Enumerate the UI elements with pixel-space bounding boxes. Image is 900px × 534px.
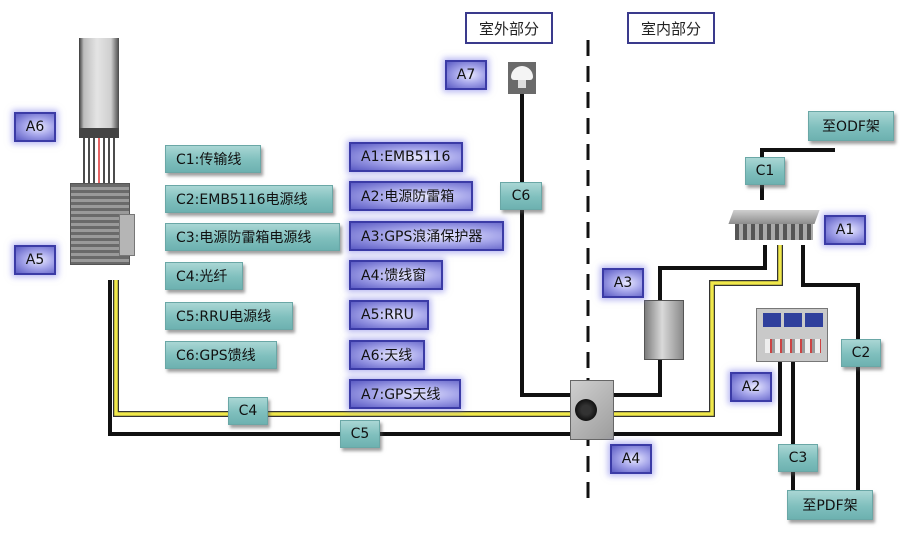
marker-a7: A7 <box>445 60 487 90</box>
cable-c5-line <box>108 280 782 436</box>
feeder-window-image <box>570 380 614 440</box>
legend-device-a2: A2:电源防雷箱 <box>349 181 473 211</box>
rru-device-image <box>70 183 135 265</box>
legend-device-a5: A5:RRU <box>349 300 429 330</box>
marker-a2: A2 <box>730 372 772 402</box>
cable-c2-line <box>801 245 860 490</box>
marker-c1: C1 <box>745 157 785 185</box>
marker-c6: C6 <box>500 182 542 210</box>
marker-a1: A1 <box>824 215 866 245</box>
marker-c3: C3 <box>778 444 818 472</box>
marker-a3: A3 <box>602 268 644 298</box>
marker-c5: C5 <box>340 420 380 448</box>
legend-cable-c3: C3:电源防雷箱电源线 <box>165 223 340 251</box>
power-lightning-box-image <box>756 308 828 362</box>
marker-c4: C4 <box>228 397 268 425</box>
gps-surge-protector-image <box>644 300 684 360</box>
outdoor-section-label: 室外部分 <box>465 12 553 44</box>
cable-c6-line <box>520 92 590 397</box>
antenna-jumpers <box>83 138 115 186</box>
antenna-device-image <box>79 38 119 138</box>
marker-c2: C2 <box>841 339 881 367</box>
legend-cable-c2: C2:EMB5116电源线 <box>165 185 333 213</box>
marker-a5: A5 <box>14 245 56 275</box>
marker-a4: A4 <box>610 444 652 474</box>
legend-cable-c6: C6:GPS馈线 <box>165 341 277 369</box>
gps-antenna-image <box>508 62 536 94</box>
marker-a6: A6 <box>14 112 56 142</box>
endpoint-odf-rack: 至ODF架 <box>808 111 894 141</box>
legend-device-a1: A1:EMB5116 <box>349 142 463 172</box>
cable-a3-upper-line <box>658 245 767 300</box>
legend-cable-c5: C5:RRU电源线 <box>165 302 293 330</box>
legend-device-a7: A7:GPS天线 <box>349 379 461 409</box>
legend-cable-c4: C4:光纤 <box>165 262 243 290</box>
legend-device-a6: A6:天线 <box>349 340 425 370</box>
endpoint-pdf-rack: 至PDF架 <box>787 490 873 520</box>
cable-c4-line <box>114 245 782 416</box>
emb5116-device-image <box>727 200 820 244</box>
indoor-section-label: 室内部分 <box>627 12 715 44</box>
legend-device-a4: A4:馈线窗 <box>349 260 443 290</box>
legend-cable-c1: C1:传输线 <box>165 145 261 173</box>
legend-device-a3: A3:GPS浪涌保护器 <box>349 221 504 251</box>
